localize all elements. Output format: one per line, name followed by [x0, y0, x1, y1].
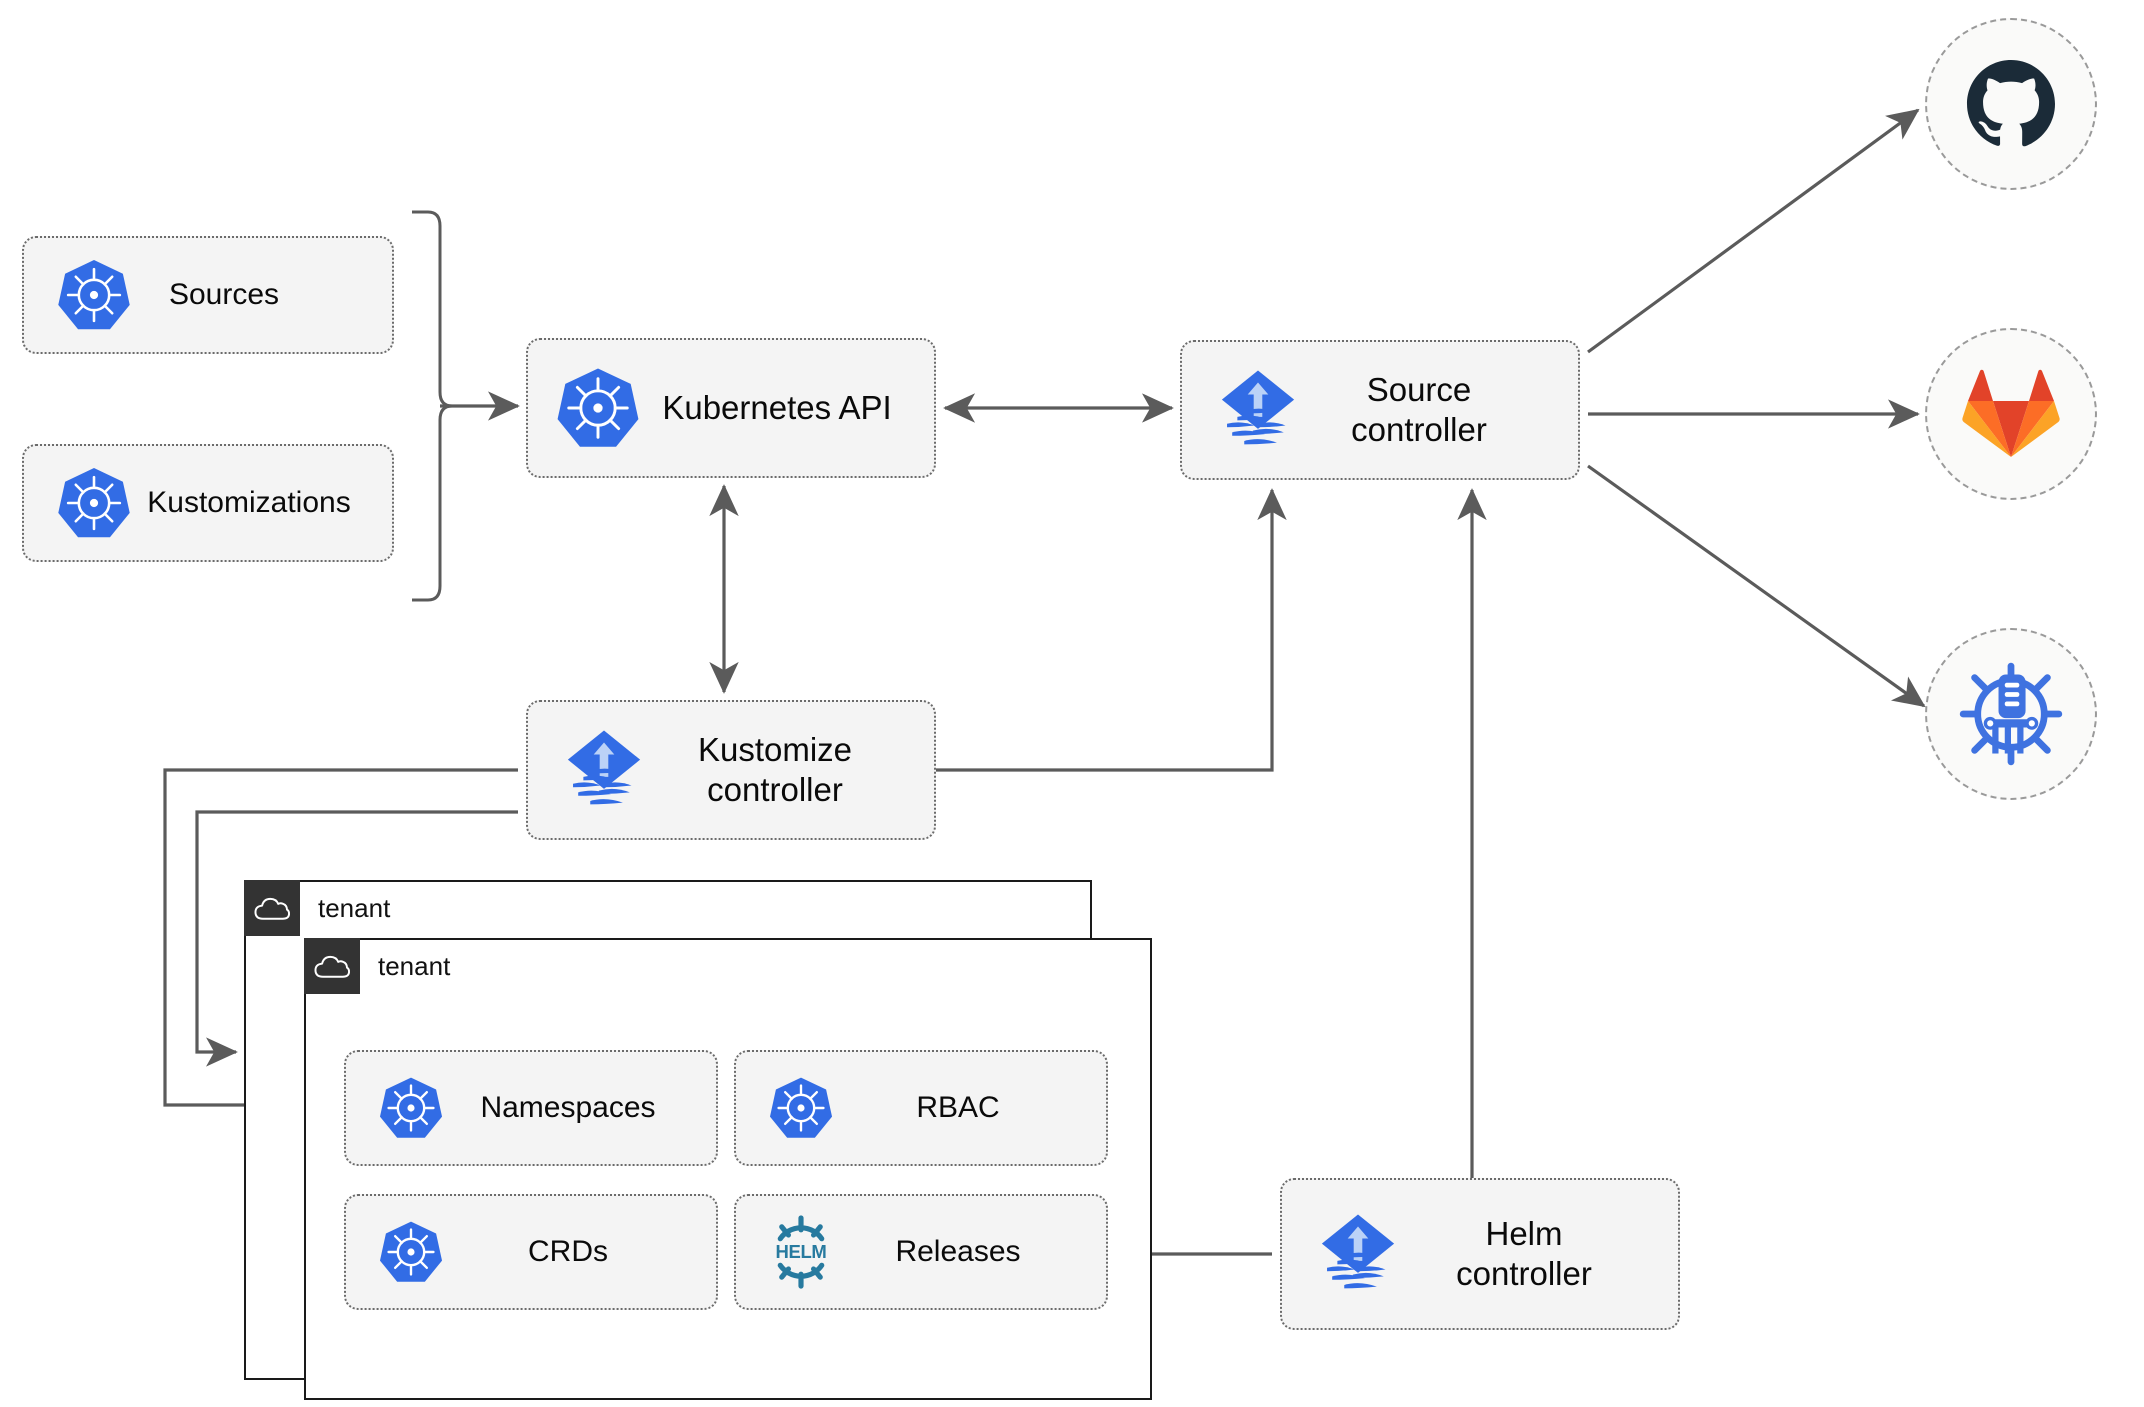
node-kustomizations[interactable]: Kustomizations	[22, 444, 394, 562]
edge-sources-brace	[412, 210, 453, 602]
kubernetes-icon	[42, 257, 146, 333]
node-label: Kubernetes API	[662, 389, 892, 427]
cloud-icon	[304, 938, 360, 994]
node-label: Kustomizations	[147, 486, 351, 519]
resource-crds[interactable]: CRDs	[344, 1194, 718, 1310]
node-gitlab[interactable]	[1925, 328, 2097, 500]
kubernetes-icon	[546, 365, 650, 451]
edge-kustctrl-srcctrl	[936, 488, 1287, 772]
resource-label: Namespaces	[480, 1091, 656, 1124]
tenant-container-front[interactable]: tenant	[304, 938, 1152, 1400]
resource-namespaces[interactable]: Namespaces	[344, 1050, 718, 1166]
resource-rbac[interactable]: RBAC	[734, 1050, 1108, 1166]
node-label: Source controller	[1351, 371, 1487, 448]
gitlab-icon	[1961, 367, 2061, 461]
tenant-tab: tenant	[244, 880, 390, 936]
kubernetes-icon	[368, 1075, 454, 1141]
node-github[interactable]	[1925, 18, 2097, 190]
edge-srcctrl-github	[1587, 108, 1920, 354]
tenant-resource-grid: Namespaces	[344, 1050, 1108, 1310]
edge-srcctrl-bucket	[1587, 464, 1926, 708]
bucket-icon	[1959, 662, 2063, 766]
node-label: Helm controller	[1456, 1215, 1592, 1292]
tenant-label: tenant	[378, 950, 451, 981]
kubernetes-icon	[42, 465, 146, 541]
node-kustomize-controller[interactable]: Kustomize controller	[526, 700, 936, 840]
kubernetes-icon	[368, 1219, 454, 1285]
github-icon	[1961, 54, 2061, 154]
resource-releases[interactable]: HELM Releases	[734, 1194, 1108, 1310]
node-kubernetes-api[interactable]: Kubernetes API	[526, 338, 936, 478]
node-source-controller[interactable]: Source controller	[1180, 340, 1580, 480]
helm-icon: HELM	[758, 1215, 844, 1289]
tenant-label: tenant	[318, 892, 391, 923]
resource-label: Releases	[895, 1235, 1021, 1268]
svg-text:HELM: HELM	[776, 1241, 827, 1262]
node-label: Kustomize controller	[697, 731, 853, 808]
kubernetes-icon	[758, 1075, 844, 1141]
flux-icon	[552, 727, 656, 813]
flux-icon	[1206, 367, 1310, 453]
node-sources[interactable]: Sources	[22, 236, 394, 354]
resource-label: RBAC	[916, 1091, 1000, 1124]
resource-label: CRDs	[528, 1235, 608, 1268]
node-helm-controller[interactable]: Helm controller	[1280, 1178, 1680, 1330]
flux-icon	[1306, 1211, 1410, 1297]
cloud-icon	[244, 880, 300, 936]
node-bucket[interactable]	[1925, 628, 2097, 800]
tenant-tab: tenant	[304, 938, 450, 994]
node-label: Sources	[168, 278, 280, 311]
